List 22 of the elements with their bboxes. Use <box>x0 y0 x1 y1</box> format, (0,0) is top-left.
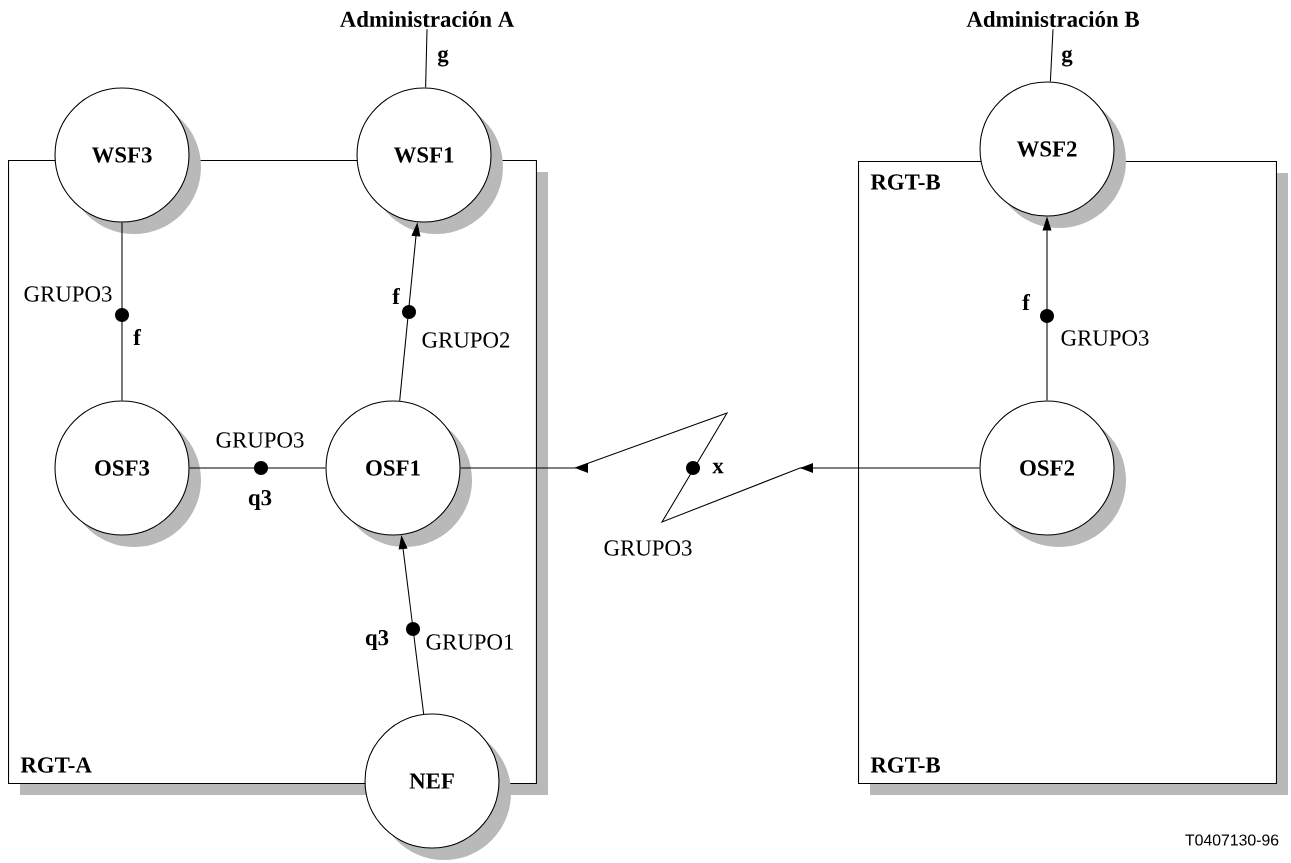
edge-label: g <box>1059 47 1075 69</box>
edge-label: q3 <box>246 488 274 512</box>
edge-label: f <box>1020 292 1032 312</box>
group-label: GRUPO3 <box>604 540 692 556</box>
interface-line <box>189 461 326 475</box>
administration-label: Administración A <box>340 10 515 28</box>
interface-line <box>460 412 981 524</box>
interface-line <box>115 222 129 401</box>
figure-number: T0407130-96 <box>1185 834 1279 846</box>
group-label: GRUPO3 <box>216 432 304 448</box>
interface-line <box>425 28 428 89</box>
group-label: GRUPO3 <box>1061 330 1149 346</box>
edge-label: f <box>131 327 143 347</box>
edge-label: f <box>390 286 402 306</box>
interface-line <box>1049 28 1054 83</box>
group-label: GRUPO2 <box>422 332 510 348</box>
edge-label: x <box>710 461 726 475</box>
group-label: GRUPO1 <box>426 634 514 650</box>
edge-label: q3 <box>363 628 391 652</box>
edge-label: g <box>435 47 451 69</box>
group-label: GRUPO3 <box>24 286 112 302</box>
administration-label: Administración B <box>966 10 1139 28</box>
